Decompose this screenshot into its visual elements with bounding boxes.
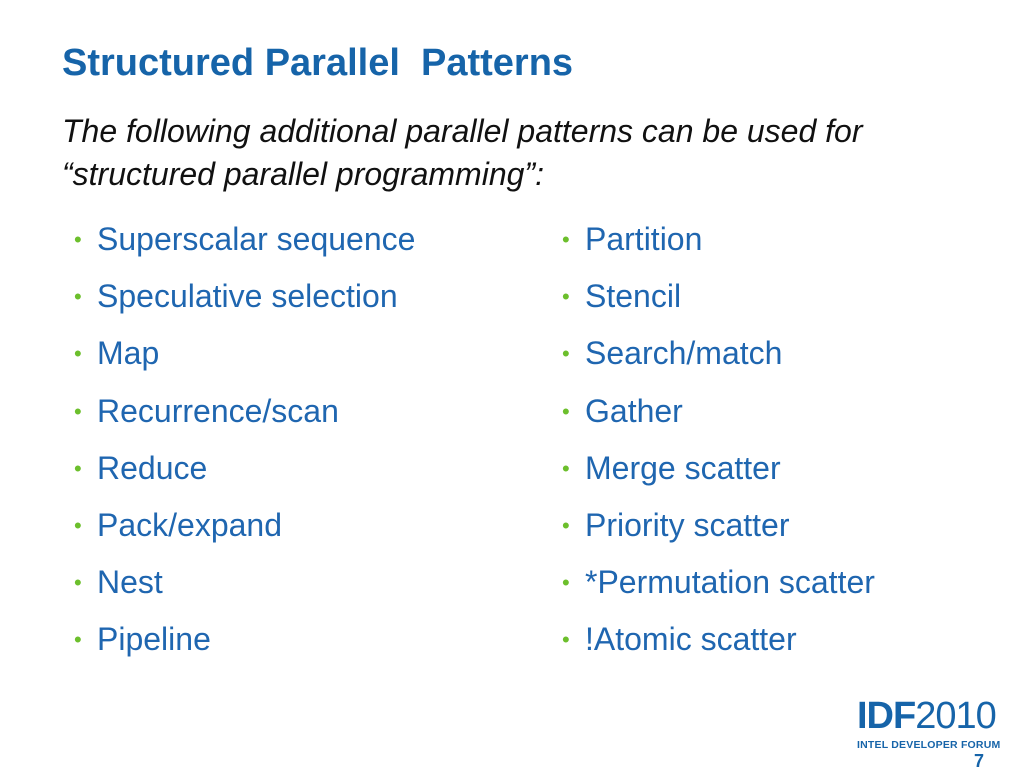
logo-year-text: 2010 — [915, 695, 997, 737]
slide-subtitle: The following additional parallel patter… — [62, 113, 863, 192]
pattern-label: Search/match — [585, 335, 783, 372]
bullet-dot-icon: • — [562, 398, 570, 424]
pattern-label: Priority scatter — [585, 506, 790, 543]
pattern-list-item: • Map — [74, 335, 415, 392]
bullet-dot-icon: • — [74, 570, 82, 596]
pattern-label: Partition — [585, 221, 703, 257]
pattern-list-item: • Partition — [562, 221, 875, 278]
bullet-dot-icon: • — [562, 341, 570, 367]
pattern-label: Pipeline — [97, 621, 211, 658]
pattern-label: !Atomic scatter — [585, 621, 797, 658]
bullet-dot-icon: • — [74, 398, 82, 424]
pattern-list-item: • Recurrence/scan — [74, 393, 415, 450]
bullet-dot-icon: • — [74, 627, 82, 653]
bullet-dot-icon: • — [562, 455, 570, 481]
page-number: 7 — [974, 751, 985, 768]
pattern-label: Speculative selection — [97, 278, 398, 315]
pattern-label: Gather — [585, 392, 683, 429]
pattern-label: Superscalar sequence — [97, 221, 416, 257]
bullet-dot-icon: • — [74, 341, 82, 367]
bullet-dot-icon: • — [562, 227, 570, 252]
pattern-list-item: • Pack/expand — [74, 507, 415, 564]
pattern-list-item: • *Permutation scatter — [562, 564, 875, 621]
pattern-list-item: • Nest — [74, 564, 415, 621]
bullet-dot-icon: • — [74, 284, 82, 310]
bullet-dot-icon: • — [562, 627, 570, 653]
pattern-list-item: • Pipeline — [74, 621, 415, 678]
left-pattern-list: • Superscalar sequence • Speculative select… — [74, 221, 415, 679]
bullet-dot-icon: • — [562, 570, 570, 596]
pattern-list-item: • Speculative selection — [74, 278, 415, 335]
logo-subtitle: INTEL DEVELOPER FORUM — [857, 739, 1001, 751]
pattern-list-item: • Priority scatter — [562, 507, 875, 564]
bullet-dot-icon: • — [74, 455, 82, 481]
pattern-label: Recurrence/scan — [97, 392, 339, 429]
pattern-label: Pack/expand — [97, 506, 283, 543]
pattern-list-item: • Stencil — [562, 278, 875, 335]
pattern-label: Stencil — [585, 278, 682, 315]
pattern-list-item: • Superscalar sequence — [74, 221, 415, 278]
pattern-list-item: • Reduce — [74, 450, 415, 507]
pattern-list-item: • Merge scatter — [562, 450, 875, 507]
bullet-dot-icon: • — [74, 227, 82, 252]
pattern-list-item: • Search/match — [562, 335, 875, 392]
slide-title: Structured Parallel Patterns — [62, 42, 574, 84]
bullet-dot-icon: • — [562, 284, 570, 310]
pattern-label: Reduce — [97, 449, 208, 486]
pattern-label: Merge scatter — [585, 449, 781, 486]
logo-idf-text: IDF — [857, 695, 916, 737]
pattern-label: Nest — [97, 564, 163, 601]
pattern-label: Map — [97, 335, 160, 372]
pattern-label: *Permutation scatter — [585, 564, 875, 601]
right-pattern-list: • Partition • Stencil • Search/match • Gather • M… — [562, 221, 875, 679]
bullet-dot-icon: • — [562, 512, 570, 538]
pattern-list-item: • Gather — [562, 393, 875, 450]
pattern-list-item: • !Atomic scatter — [562, 621, 875, 678]
bullet-dot-icon: • — [74, 512, 82, 538]
